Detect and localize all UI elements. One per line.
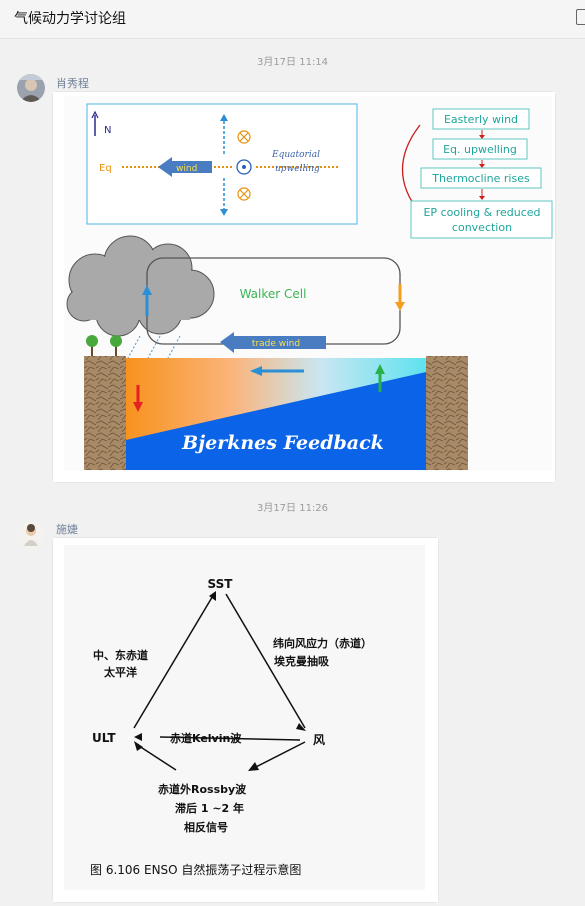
ult-node: ULT — [92, 731, 116, 745]
sst-node: SST — [208, 577, 234, 591]
rossby-label-3: 相反信号 — [184, 820, 228, 834]
image-message[interactable]: N Eq wind Equatorial upwelling Easterly … — [53, 92, 555, 482]
central-pacific-label-1: 中、东赤道 — [93, 648, 148, 662]
chain-step-3: Thermocline rises — [431, 172, 530, 185]
sender-name: 肖秀程 — [56, 77, 89, 90]
central-pacific-label-2: 太平洋 — [103, 665, 137, 679]
enso-oscillator-diagram: SST 中、东赤道 太平洋 纬向风应力（赤道） 埃克曼抽吸 ULT 赤道Kelv… — [53, 538, 438, 902]
bjerknes-diagram: N Eq wind Equatorial upwelling Easterly … — [53, 92, 555, 482]
rossby-label-1: 赤道外Rossby波 — [158, 782, 247, 796]
title-bar: 气候动力学讨论组 — [0, 0, 585, 39]
more-icon[interactable] — [576, 9, 585, 25]
eq-label: Eq — [99, 163, 112, 174]
chain-step-4b: convection — [452, 221, 512, 234]
avatar[interactable] — [17, 74, 45, 102]
walker-cell-label: Walker Cell — [240, 287, 307, 301]
chain-step-4: EP cooling & reduced — [423, 206, 540, 219]
chain-step-2: Eq. upwelling — [443, 143, 517, 156]
trade-wind-label: trade wind — [252, 339, 300, 349]
chat-title: 气候动力学讨论组 — [14, 11, 126, 27]
wind-stress-label-2: 埃克曼抽吸 — [274, 654, 330, 668]
sender-name: 施婕 — [56, 523, 78, 536]
avatar[interactable] — [17, 520, 45, 548]
upwelling-label-2: upwelling — [275, 164, 320, 174]
timestamp: 3月17日 11:14 — [256, 57, 329, 68]
wind-stress-label-1: 纬向风应力（赤道） — [273, 636, 372, 650]
rossby-label-2: 滞后 1 ~2 年 — [175, 801, 244, 815]
bjerknes-label: Bjerknes Feedback — [181, 432, 384, 454]
wind-label: wind — [176, 164, 197, 174]
upwelling-label-1: Equatorial — [271, 150, 320, 160]
chain-step-1: Easterly wind — [444, 113, 518, 126]
wind-node: 风 — [313, 733, 325, 747]
figure-caption: 图 6.106 ENSO 自然振荡子过程示意图 — [90, 862, 301, 877]
image-message[interactable]: SST 中、东赤道 太平洋 纬向风应力（赤道） 埃克曼抽吸 ULT 赤道Kelv… — [53, 538, 438, 902]
north-label: N — [104, 125, 111, 136]
timestamp: 3月17日 11:26 — [256, 503, 329, 514]
